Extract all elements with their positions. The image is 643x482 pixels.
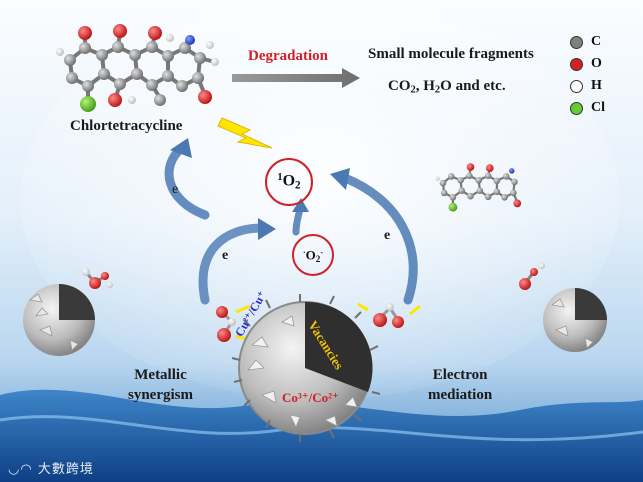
- arrow-left-upper-head: [170, 138, 192, 158]
- background-glow: [20, 0, 620, 400]
- water-splash: [0, 389, 643, 482]
- legend-item-hydrogen: H: [570, 78, 602, 94]
- watermark: ◡◠ 大數跨境: [8, 462, 94, 477]
- electron-label-left-upper: e: [172, 182, 179, 197]
- oxygen-atom-icon: [570, 57, 583, 71]
- hydrogen-atom-icon: [570, 79, 583, 93]
- chlortetracycline-small-molecule: [435, 163, 522, 212]
- chlorine-atom-icon: [570, 101, 583, 115]
- degradation-arrow: [232, 68, 360, 88]
- electron-flow-arrows: [164, 138, 418, 305]
- arrow-right: [340, 173, 418, 305]
- electron-label-left-lower: e: [222, 248, 229, 263]
- arrow-left-lower-head: [258, 218, 276, 240]
- singlet-oxygen-ring: 1O2: [265, 158, 313, 206]
- arrow-left-upper: [164, 143, 210, 220]
- cobalt-redox-label: Co³⁺/Co²⁺: [282, 390, 339, 405]
- products-line2: CO2, H2O and etc.: [388, 78, 506, 96]
- water-molecule-right-sphere: [357, 302, 421, 328]
- degradation-label: Degradation: [248, 48, 328, 64]
- nanosphere-left: [23, 284, 95, 356]
- legend-item-oxygen: O: [570, 56, 602, 72]
- superoxide-ring: ·O2-: [292, 234, 334, 276]
- water-molecule-left-top: [82, 268, 113, 289]
- watermark-logo-icon: ◡◠: [8, 462, 38, 477]
- legend-item-chlorine: Cl: [570, 100, 605, 116]
- arrow-right-head: [330, 168, 350, 190]
- nanosphere-right: [543, 288, 607, 352]
- molecule-name-label: Chlortetracycline: [70, 118, 183, 134]
- arrow-left-lower: [198, 223, 267, 305]
- water-molecule-right: [519, 263, 545, 290]
- legend-item-carbon: C: [570, 34, 601, 50]
- chlortetracycline-molecule: [56, 24, 219, 112]
- central-nanosphere: [231, 294, 381, 442]
- lightning-icon: [217, 117, 273, 149]
- arrow-center-head: [292, 198, 309, 212]
- products-line1: Small molecule fragments: [368, 46, 534, 62]
- carbon-atom-icon: [570, 35, 583, 49]
- electron-label-right: e: [384, 228, 391, 243]
